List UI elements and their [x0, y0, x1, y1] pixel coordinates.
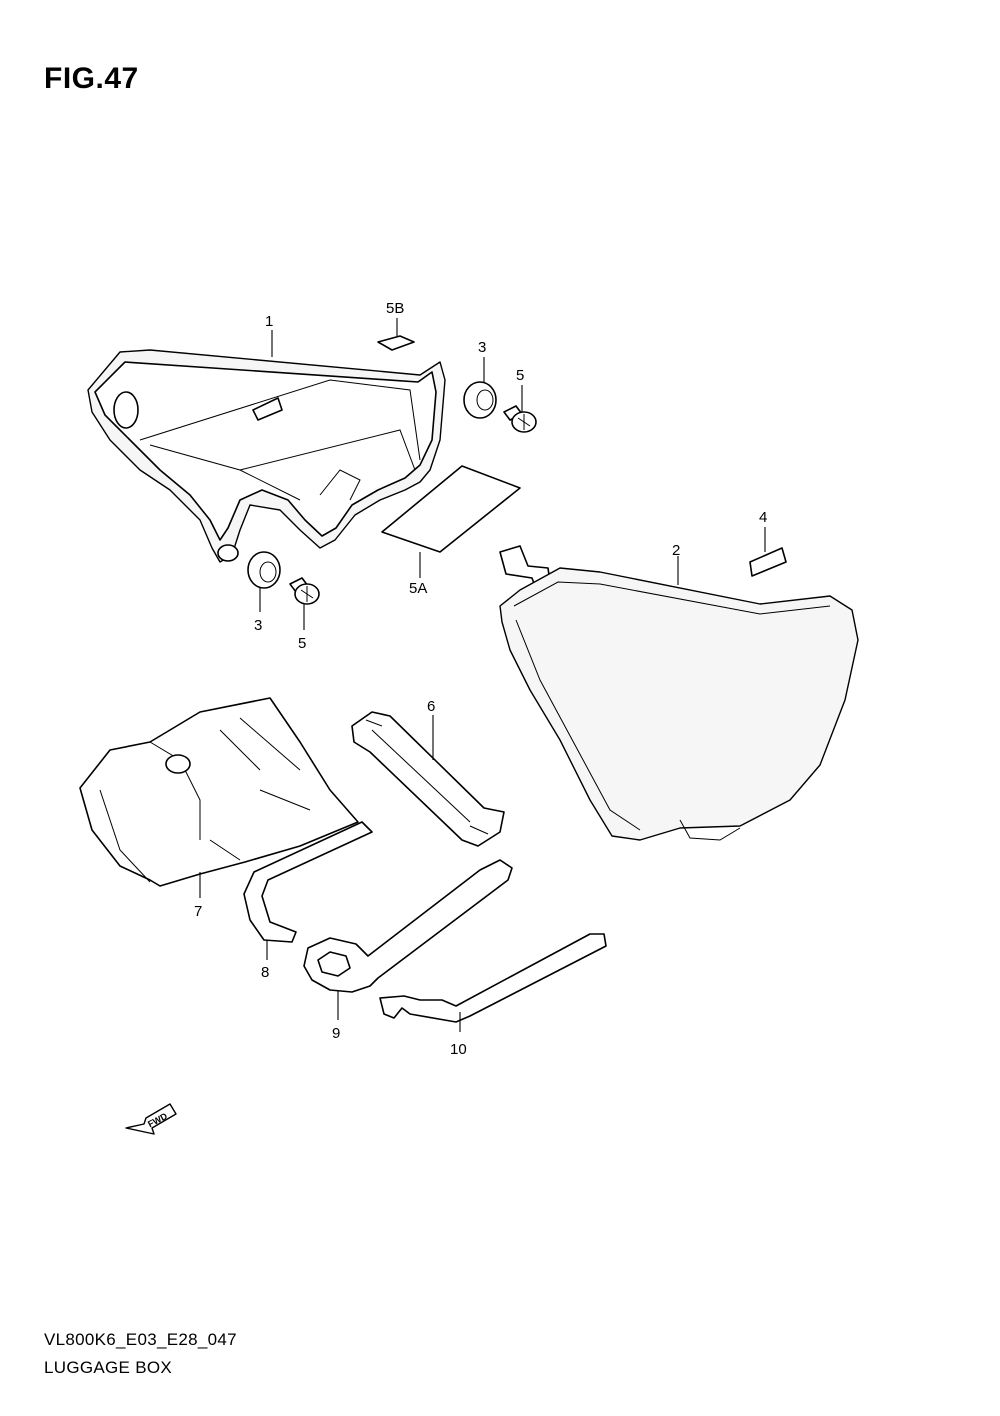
label-tag-4-part[interactable] [749, 527, 787, 577]
callout-1: 1 [265, 313, 273, 330]
diagram-name: LUGGAGE BOX [44, 1358, 173, 1377]
side-cover-part[interactable] [499, 545, 859, 841]
grommet-upper-part[interactable] [463, 357, 497, 419]
pad-5b-part[interactable] [377, 318, 415, 351]
hex-key-part[interactable] [243, 821, 373, 960]
tool-bag-part[interactable] [79, 697, 359, 898]
callout-8: 8 [261, 964, 269, 981]
strap-part[interactable] [351, 711, 505, 847]
parts-diagram: 1 5B 3 5 5A 3 5 [79, 300, 859, 1135]
callout-3-upper: 3 [478, 339, 486, 356]
callout-4: 4 [759, 509, 767, 526]
callout-3-lower: 3 [254, 617, 262, 634]
diagram-code: VL800K6_E03_E28_047 [44, 1330, 237, 1349]
callout-5-upper: 5 [516, 367, 524, 384]
bolt-upper-part[interactable] [503, 385, 537, 433]
wrench-part[interactable] [303, 859, 513, 1020]
callout-6: 6 [427, 698, 435, 715]
callout-7: 7 [194, 903, 202, 920]
forward-arrow-icon: FWD [125, 1103, 177, 1135]
luggage-box-part[interactable] [87, 330, 446, 563]
callout-9: 9 [332, 1025, 340, 1042]
callout-2: 2 [672, 542, 680, 559]
callout-5-lower: 5 [298, 635, 306, 652]
callout-5a: 5A [409, 580, 427, 597]
grommet-lower-part[interactable] [247, 551, 281, 612]
bolt-lower-part[interactable] [289, 577, 320, 630]
figure-title: FIG.47 [44, 62, 139, 95]
callout-10: 10 [450, 1041, 467, 1058]
pad-5a-part[interactable] [381, 465, 521, 578]
callout-5b: 5B [386, 300, 404, 317]
hook-spanner-part[interactable] [379, 933, 607, 1032]
